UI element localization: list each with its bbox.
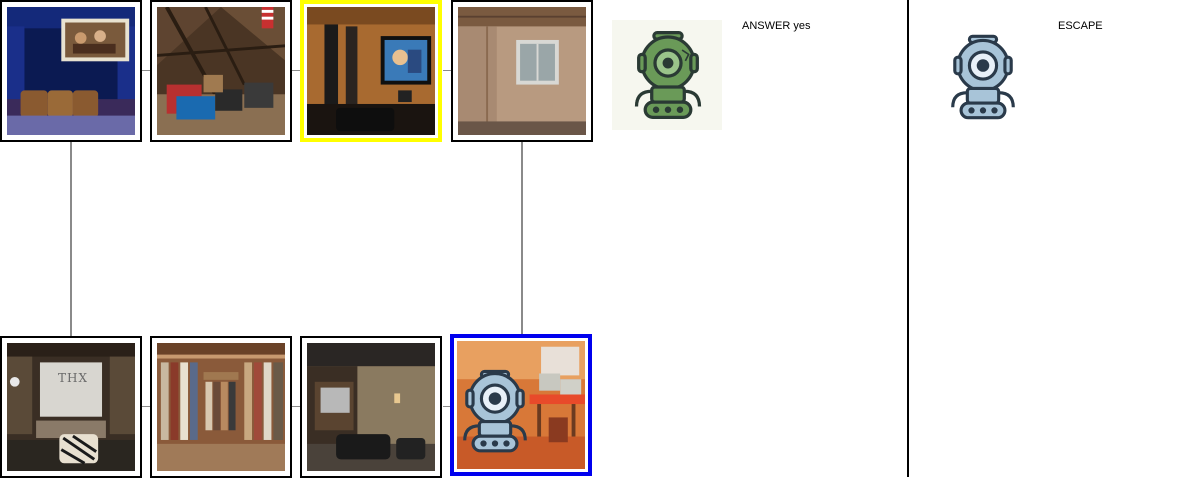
room-thumbnail	[7, 7, 135, 135]
map-tile-unfinished-room[interactable]	[451, 0, 593, 142]
map-tile-home-theater-blue[interactable]	[0, 0, 142, 142]
connector-t2-t3	[292, 70, 300, 71]
connector-t3-t4	[443, 70, 451, 71]
connector-t1-t5	[70, 142, 72, 336]
room-thumbnail	[157, 343, 285, 471]
room-thumbnail	[157, 7, 285, 135]
thx-sign-text: THX	[57, 371, 88, 385]
connector-t1-t2	[142, 70, 150, 71]
map-tile-walk-in-closet[interactable]	[150, 336, 292, 478]
green-robot-icon	[634, 31, 702, 119]
room-thumbnail	[458, 7, 586, 135]
map-tile-computer-room[interactable]	[450, 334, 592, 476]
connector-t6-t7	[292, 406, 300, 407]
blue-robot-icon[interactable]	[946, 30, 1020, 124]
agent-robot-icon	[463, 369, 527, 453]
room-thumbnail	[307, 7, 435, 135]
map-tile-dark-theater[interactable]	[300, 336, 442, 478]
room-thumbnail: THX	[7, 343, 135, 471]
map-tile-theater-screen[interactable]	[300, 0, 442, 142]
connector-t7-t8	[443, 406, 451, 407]
room-thumbnail	[307, 343, 435, 471]
answer-label: ANSWER yes	[742, 20, 811, 32]
connector-t5-t6	[142, 406, 150, 407]
panel-divider	[907, 0, 909, 477]
answer-robot-card	[612, 20, 722, 130]
connector-t4-t8	[521, 142, 523, 336]
map-tile-thx-theater[interactable]: THX	[0, 336, 142, 478]
escape-label: ESCAPE	[1058, 20, 1103, 32]
map-tile-attic-storage[interactable]	[150, 0, 292, 142]
room-thumbnail	[457, 341, 585, 469]
